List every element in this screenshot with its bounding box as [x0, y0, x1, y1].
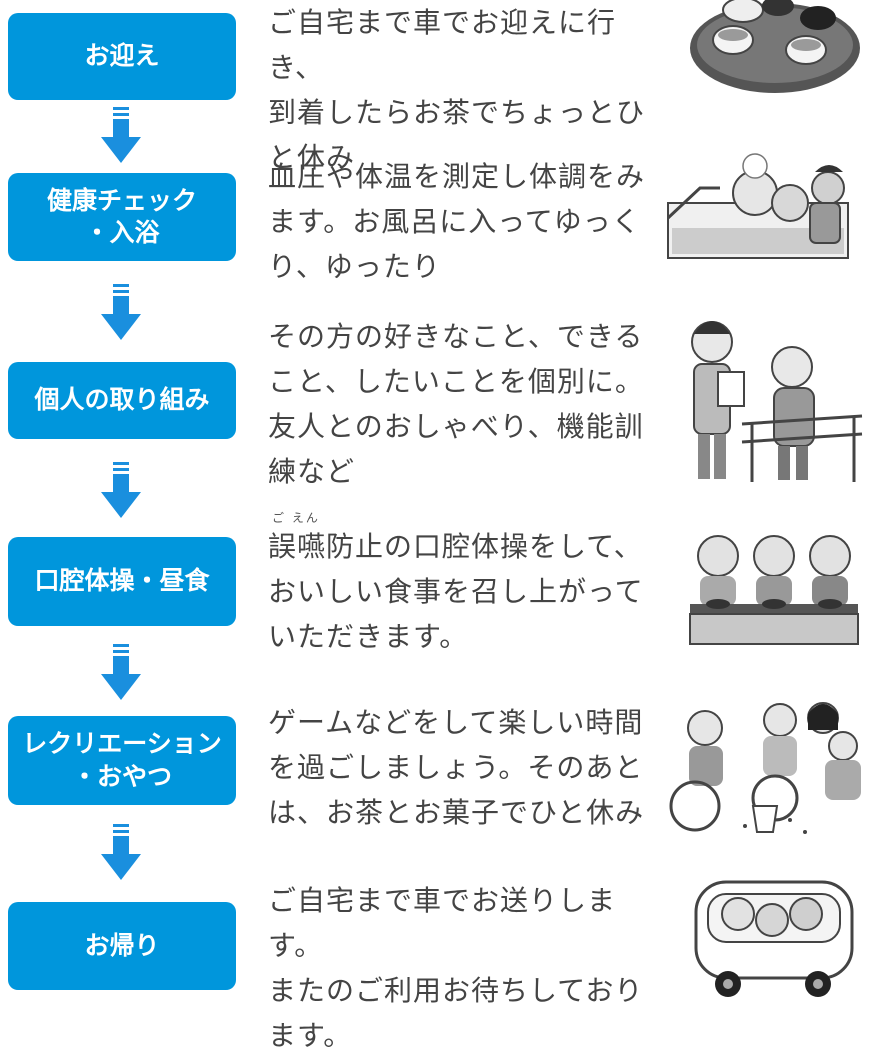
- description-line: こと、したいことを個別に。: [268, 365, 644, 398]
- description-line: 友人とのおしゃべり、機能訓: [268, 410, 644, 443]
- description-line: おいしい食事を召し上がって: [268, 575, 644, 608]
- description-line: その方の好きなこと、できる: [268, 320, 644, 353]
- description-line: ます。: [268, 1019, 353, 1052]
- step-label: ・おやつ: [71, 761, 172, 791]
- description-line: 血圧や体温を測定し体調をみ: [268, 160, 646, 193]
- description-line: は、お茶とお菓子でひと休み: [268, 796, 645, 829]
- step-label: 健康チェック: [46, 185, 197, 215]
- step-label: レクリエーション: [22, 729, 222, 758]
- step-label: お帰り: [84, 930, 160, 960]
- down-arrow-icon: [101, 644, 141, 700]
- description-line: いただきます。: [268, 620, 469, 653]
- step-label: 口腔体操・昼食: [34, 566, 210, 596]
- down-arrow-icon: [101, 462, 141, 518]
- step-box-return-home: お帰り: [8, 902, 236, 990]
- rehab-icon: [691, 321, 863, 482]
- step-box-health-check-bath: 健康チェック ・入浴: [8, 173, 236, 261]
- recreation-icon: [669, 702, 861, 834]
- step-description-individual-activity: その方の好きなこと、できる こと、したいことを個別に。 友人とのおしゃべり、機能…: [268, 314, 648, 494]
- step-box-pickup: お迎え: [8, 13, 236, 100]
- step-label: 個人の取り組み: [34, 385, 210, 415]
- step-description-health-check-bath: 血圧や体温を測定し体調をみ ます。お風呂に入ってゆっく り、ゆったり: [268, 154, 648, 289]
- description-line: ゲームなどをして楽しい時間: [268, 706, 644, 739]
- step-box-recreation-snack: レクリエーション ・おやつ: [8, 716, 236, 805]
- furigana: ご えん: [272, 511, 320, 525]
- description-line: を過ごしましょう。そのあと: [268, 751, 644, 784]
- meal-icon: [689, 535, 859, 645]
- step-box-individual-activity: 個人の取り組み: [8, 362, 236, 439]
- step-box-oral-exercise-lunch: 口腔体操・昼食: [8, 537, 236, 626]
- description-line: と休み: [268, 141, 356, 174]
- down-arrow-icon: [101, 284, 141, 340]
- description-line: またのご利用お待ちしており: [268, 974, 644, 1007]
- step-description-oral-exercise-lunch: 誤嚥防止の口腔体操をして、 おいしい食事を召し上がって いただきます。: [268, 524, 648, 659]
- van-icon: [694, 880, 854, 997]
- description-line: 到着したらお茶でちょっとひ: [268, 96, 646, 129]
- description-line: ます。お風呂に入ってゆっく: [268, 205, 641, 238]
- bath-icon: [666, 153, 849, 259]
- description-line: り、ゆったり: [268, 250, 441, 283]
- step-label: ・入浴: [84, 218, 160, 247]
- description-line: 練など: [268, 455, 356, 488]
- description-line: ご自宅まで車でお送りします。: [268, 884, 617, 962]
- tea-tray-icon: [690, 0, 860, 93]
- description-line: 誤嚥防止の口腔体操をして、: [268, 530, 643, 563]
- down-arrow-icon: [101, 107, 141, 163]
- step-description-recreation-snack: ゲームなどをして楽しい時間 を過ごしましょう。そのあと は、お茶とお菓子でひと休…: [268, 700, 648, 835]
- step-description-return-home: ご自宅まで車でお送りします。 またのご利用お待ちしており ます。: [268, 878, 648, 1058]
- description-line: ご自宅まで車でお迎えに行き、: [268, 6, 617, 84]
- down-arrow-icon: [101, 824, 141, 880]
- step-label: お迎え: [84, 41, 160, 71]
- step-description-pickup: ご自宅まで車でお迎えに行き、 到着したらお茶でちょっとひ と休み: [268, 0, 648, 180]
